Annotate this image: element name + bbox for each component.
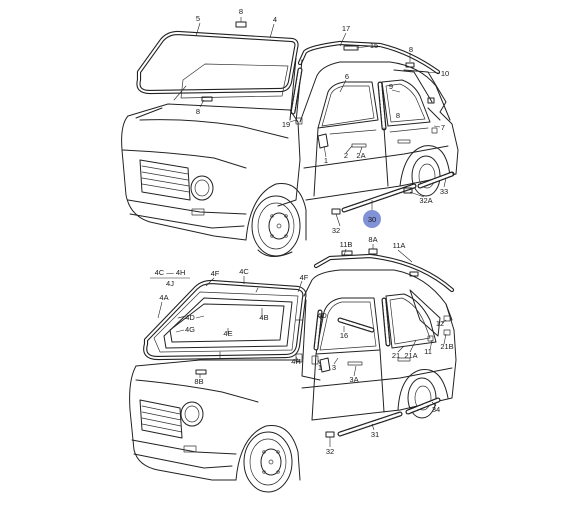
callout-1-bottom: 1 [318, 363, 322, 372]
front-door-window [317, 81, 379, 129]
callout-8a: 8A [368, 235, 377, 244]
callout-7: 7 [441, 123, 445, 132]
leader-lines [157, 17, 447, 447]
callout-8-top: 8 [239, 7, 243, 16]
callout-4h: 4H [291, 357, 301, 366]
callout-21a: 21A [404, 351, 417, 360]
callout-30: 30 [368, 215, 376, 224]
callout-19: 19 [282, 120, 290, 129]
callout-4d-b: 4D [317, 311, 327, 320]
callout-4e: 4E [223, 329, 232, 338]
callout-10: 10 [441, 69, 449, 78]
callout-4b: 4B [259, 313, 268, 322]
bottom-vehicle-drawing [129, 248, 457, 493]
callout-15: 15 [370, 41, 378, 50]
callout-32a: 32A [419, 196, 432, 205]
callout-31: 31 [371, 430, 379, 439]
callout-3: 3 [332, 363, 336, 372]
callout-21b: 21B [440, 342, 453, 351]
callout-1-top: 1 [324, 156, 328, 165]
callout-11a: 11A [393, 241, 406, 250]
callout-4c: 4C [239, 267, 249, 276]
front-wheel-bottom [243, 431, 293, 493]
callout-2: 2 [344, 151, 348, 160]
callout-8-right: 8 [409, 45, 413, 54]
callout-6: 6 [345, 72, 349, 81]
callout-32-top: 32 [332, 226, 340, 235]
callout-4a: 4A [159, 293, 168, 302]
callout-21: 21 [392, 351, 400, 360]
callout-4: 4 [273, 15, 277, 24]
callout-4j: 4J [166, 279, 174, 288]
front-grille [139, 159, 191, 201]
front-wheel-top [251, 195, 301, 257]
callout-4f-b: 4F [300, 273, 309, 282]
rear-door-window [381, 79, 431, 127]
windshield-seal [136, 30, 299, 95]
top-vehicle-drawing [121, 21, 459, 257]
callout-17: 17 [342, 24, 350, 33]
callout-34: 34 [432, 405, 440, 414]
callout-3a: 3A [349, 375, 358, 384]
callout-8b: 8B [194, 377, 203, 386]
callout-5: 5 [196, 14, 200, 23]
front-grille-bottom [139, 399, 183, 439]
roof-rail-seal [313, 253, 455, 293]
callout-32-bottom: 32 [326, 447, 334, 456]
callout-2a: 2A [356, 151, 365, 160]
callout-33: 33 [440, 187, 448, 196]
callout-4d: 4D [185, 313, 195, 322]
callout-16: 16 [340, 331, 348, 340]
callout-12: 12 [436, 319, 444, 328]
callout-4c-4h: 4C — 4H [155, 268, 186, 277]
callout-8-left: 8 [196, 107, 200, 116]
callout-labels: 5 8 4 17 15 8 10 6 9 8 19 7 8 1 2 2A 32 … [150, 7, 454, 456]
callout-4g: 4G [185, 325, 195, 334]
callout-8-pillar: 8 [396, 111, 400, 120]
headlight [190, 175, 214, 201]
callout-9: 9 [389, 82, 393, 91]
callout-4f: 4F [211, 269, 220, 278]
highlight-marker [363, 210, 381, 228]
callout-11: 11 [424, 347, 432, 356]
callout-11b: 11B [340, 240, 353, 249]
